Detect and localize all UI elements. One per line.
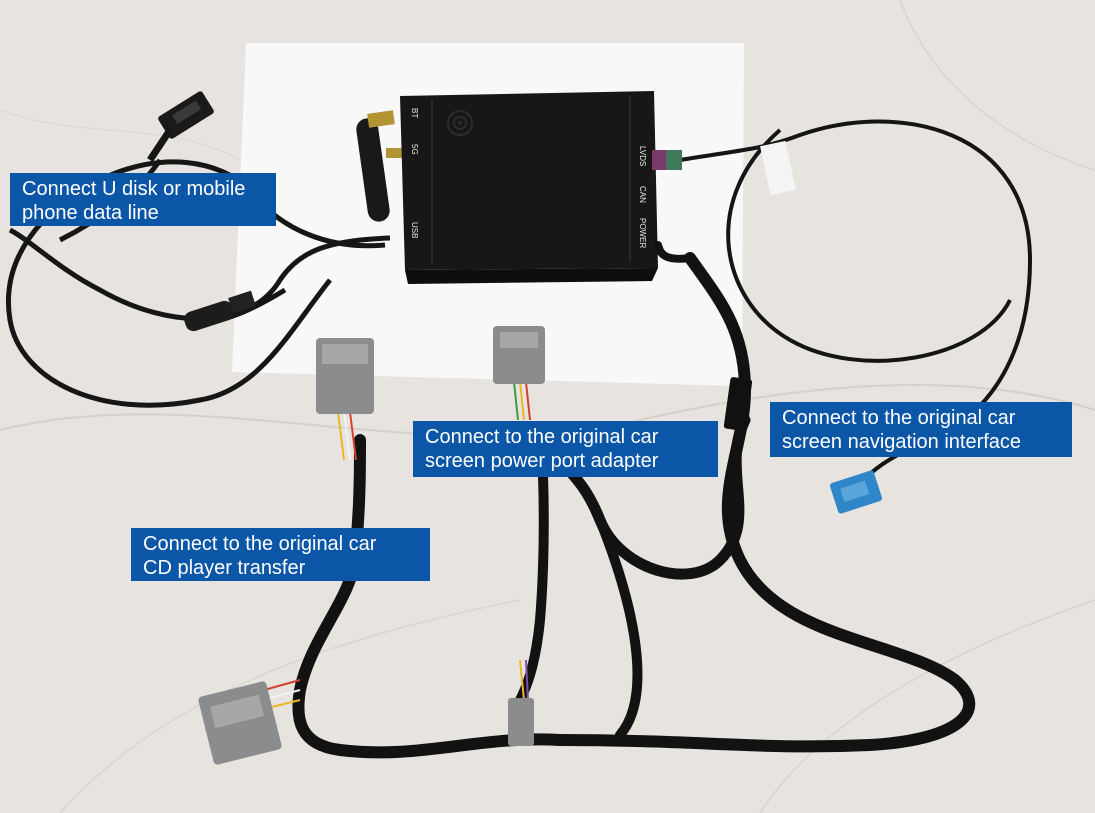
label-usb-connection: Connect U disk or mobile phone data line: [10, 173, 276, 226]
port-label-power: POWER: [638, 218, 647, 248]
label-cd-line1: Connect to the original car: [143, 533, 377, 555]
cable-tag: [760, 140, 796, 196]
port-label-lvds: LVDS: [638, 146, 647, 166]
can-connector: [723, 377, 753, 431]
port-label-5g: 5G: [410, 144, 419, 155]
label-power-port: Connect to the original car screen power…: [413, 421, 718, 477]
small-gray-connector: [508, 698, 534, 746]
label-usb-line2: phone data line: [22, 202, 159, 224]
label-power-line1: Connect to the original car: [425, 426, 659, 448]
label-navigation-interface: Connect to the original car screen navig…: [770, 402, 1072, 457]
label-power-line2: screen power port adapter: [425, 450, 659, 472]
audio-jack: [184, 290, 256, 332]
label-cd-player: Connect to the original car CD player tr…: [131, 528, 430, 581]
gray-connector-power: [493, 326, 545, 384]
label-cd-line2: CD player transfer: [143, 557, 306, 579]
port-label-usb: USB: [410, 222, 419, 238]
usb-connector: [147, 91, 214, 162]
antenna: [356, 110, 410, 222]
gray-connector-cd: [316, 338, 374, 414]
port-label-bt: BT: [410, 108, 419, 118]
port-label-can: CAN: [638, 186, 647, 203]
gray-connector-bottom: [198, 681, 282, 765]
label-usb-line1: Connect U disk or mobile: [22, 178, 246, 200]
label-nav-line1: Connect to the original car: [782, 407, 1016, 429]
lvds-connector: [652, 150, 666, 170]
colored-wires: [259, 381, 531, 711]
blue-connector: [829, 470, 883, 514]
carplay-box: [400, 91, 658, 284]
label-nav-line2: screen navigation interface: [782, 431, 1022, 453]
